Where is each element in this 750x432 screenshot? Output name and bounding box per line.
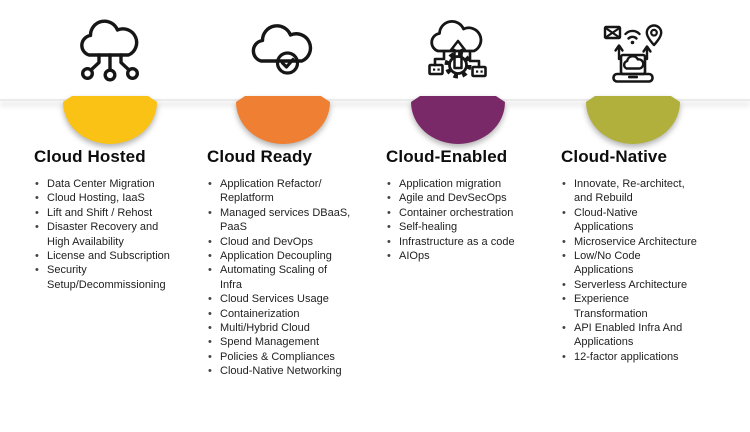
- list-item: Cloud and DevOps: [207, 235, 377, 250]
- list-item: Agile and DevSecOps: [386, 191, 554, 206]
- list-item: 12-factor applications: [561, 350, 737, 365]
- list-item: Lift and Shift / Rehost: [34, 206, 202, 221]
- column-list: Application Refactor/ReplatformManaged s…: [207, 177, 377, 379]
- accent-semicircle: [411, 96, 505, 144]
- list-item: Managed services DBaaS,PaaS: [207, 206, 377, 235]
- list-item: Application migration: [386, 177, 554, 192]
- list-item: License and Subscription: [34, 249, 202, 264]
- list-item: Cloud Hosting, IaaS: [34, 191, 202, 206]
- list-item: Innovate, Re-architect,and Rebuild: [561, 177, 737, 206]
- column-title: Cloud-Enabled: [386, 147, 508, 166]
- list-item: Data Center Migration: [34, 177, 202, 192]
- list-item: Self-healing: [386, 220, 554, 235]
- list-item: Cloud Services Usage: [207, 292, 377, 307]
- list-item: Policies & Compliances: [207, 350, 377, 365]
- column-title: Cloud Ready: [207, 147, 313, 166]
- list-item: Container orchestration: [386, 206, 554, 221]
- list-item: Spend Management: [207, 335, 377, 350]
- list-item: Microservice Architecture: [561, 235, 737, 250]
- column-list: Data Center MigrationCloud Hosting, IaaS…: [34, 177, 202, 292]
- cloud-check-icon: [247, 14, 319, 92]
- list-item: Cloud-Native Networking: [207, 364, 377, 379]
- list-item: Infrastructure as a code: [386, 235, 554, 250]
- cloud-gear-upload-icon: [422, 14, 494, 92]
- column-list: Application migrationAgile and DevSecOps…: [386, 177, 554, 264]
- list-item: AIOps: [386, 249, 554, 264]
- column-title: Cloud-Native: [561, 147, 668, 166]
- shelf-line: [0, 99, 750, 101]
- cloud-network-icon: [74, 14, 146, 92]
- list-item: Serverless Architecture: [561, 278, 737, 293]
- laptop-cloud-connectivity-icon: [597, 14, 669, 92]
- list-item: Multi/Hybrid Cloud: [207, 321, 377, 336]
- column-title: Cloud Hosted: [34, 147, 146, 166]
- accent-semicircle: [236, 96, 330, 144]
- list-item: Application Decoupling: [207, 249, 377, 264]
- accent-semicircle: [63, 96, 157, 144]
- accent-semicircle: [586, 96, 680, 144]
- list-item: Containerization: [207, 307, 377, 322]
- list-item: Application Refactor/Replatform: [207, 177, 377, 206]
- column-list: Innovate, Re-architect,and RebuildCloud-…: [561, 177, 737, 365]
